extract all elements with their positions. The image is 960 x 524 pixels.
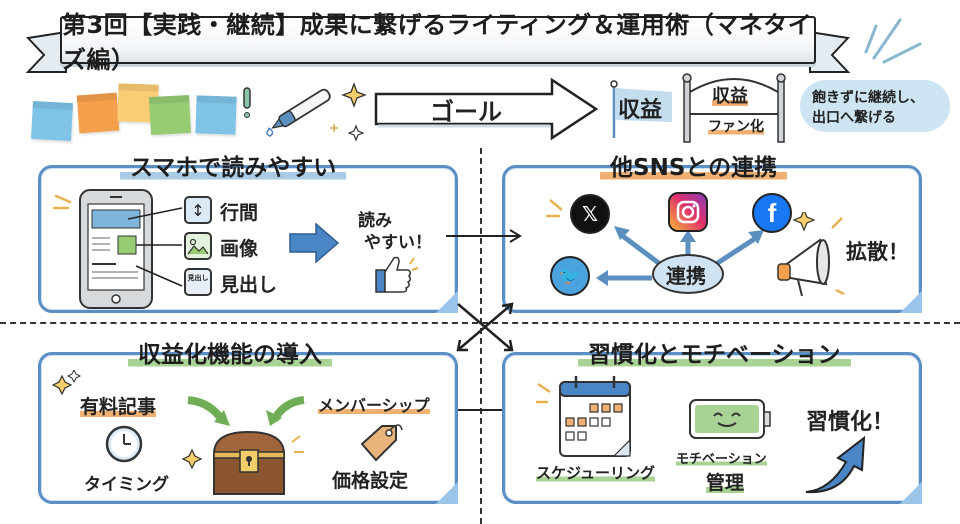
sticky-note-orange bbox=[76, 92, 120, 134]
twitter-logo-icon: 🐦 bbox=[550, 256, 590, 296]
gate-top-label: 収益 bbox=[712, 82, 748, 108]
facebook-logo-icon: f bbox=[752, 193, 792, 233]
battery-smile-icon bbox=[689, 399, 771, 439]
line-spacing-icon: ↕ bbox=[184, 196, 212, 224]
timing-label: タイミング bbox=[84, 475, 169, 495]
title-banner: 第3回【実践・継続】成果に繋げるライティング＆運用術（マネタイズ編） bbox=[18, 8, 858, 74]
sns-network-diagram bbox=[546, 199, 764, 286]
sparkle-icon bbox=[341, 82, 367, 108]
result-read-line-2: やすい！ bbox=[364, 233, 432, 253]
sticky-note-blue bbox=[31, 100, 73, 142]
result-read-line-1: 読み bbox=[358, 211, 392, 231]
gate-icon bbox=[682, 73, 786, 143]
right-arrow-icon bbox=[289, 222, 340, 264]
pricing-label: 価格設定 bbox=[332, 470, 409, 492]
x-logo-icon: 𝕏 bbox=[570, 194, 610, 234]
sticky-note-green bbox=[149, 94, 191, 136]
hub-ellipse bbox=[652, 254, 724, 294]
price-tag-icon bbox=[360, 424, 403, 462]
bubble-line-2: 出口へ繋げる bbox=[812, 110, 896, 126]
sticky-notes bbox=[30, 82, 260, 152]
section-title-monetize: 収益化機能の導入 bbox=[128, 335, 332, 369]
page-fold bbox=[436, 482, 458, 504]
section-title-habit: 習慣化とモチベーション bbox=[578, 335, 851, 369]
heading-icon: 見出し bbox=[184, 268, 212, 296]
item-heading: 見出し bbox=[220, 274, 278, 296]
page-title: 第3回【実践・継続】成果に繋げるライティング＆運用術（マネタイズ編） bbox=[60, 11, 816, 74]
membership-label: メンバーシップ bbox=[318, 392, 430, 416]
flag-icon bbox=[610, 80, 672, 138]
motivation-line-2: 管理 bbox=[706, 468, 745, 495]
pen-icon bbox=[243, 82, 367, 142]
banner-ribbon-tails bbox=[25, 30, 851, 73]
flag-label: 収益 bbox=[618, 98, 663, 123]
image-icon bbox=[184, 232, 212, 260]
smartphone-icon bbox=[52, 189, 183, 309]
upward-arrow-icon bbox=[805, 435, 866, 494]
speech-bubble: 飽きずに継続し、 出口へ繋げる bbox=[800, 80, 950, 132]
megaphone-icon bbox=[777, 212, 845, 297]
scheduling-label: スケジューリング bbox=[536, 462, 655, 483]
habit-result-label: 習慣化！ bbox=[806, 410, 895, 435]
section-title-sns: 他SNSとの連携 bbox=[600, 148, 788, 182]
spread-callout: 拡散！ bbox=[846, 240, 909, 264]
bubble-line-1: 飽きずに継続し、 bbox=[812, 90, 924, 106]
gate-bottom-label: ファン化 bbox=[708, 116, 764, 136]
page-fold bbox=[900, 482, 922, 504]
thumbs-up-icon bbox=[375, 256, 419, 293]
item-image: 画像 bbox=[220, 238, 259, 260]
vertical-divider bbox=[480, 148, 482, 524]
clock-icon bbox=[105, 425, 143, 463]
calendar-icon bbox=[536, 376, 631, 457]
x-logo-glyph: 𝕏 bbox=[581, 202, 599, 226]
page-fold bbox=[900, 291, 922, 313]
instagram-logo-icon bbox=[668, 192, 708, 232]
connector-arrows bbox=[446, 229, 522, 352]
goal-label: ゴール bbox=[430, 98, 502, 126]
hub-label: 連携 bbox=[666, 264, 706, 288]
goal-arrow-icon bbox=[374, 77, 599, 141]
sticky-note-blue-2 bbox=[195, 95, 237, 135]
emphasis-lines-icon bbox=[864, 18, 922, 64]
sparkle-icon bbox=[52, 370, 82, 396]
section-title-readability: スマホで読みやすい bbox=[120, 148, 347, 182]
item-line-spacing: 行間 bbox=[220, 202, 259, 224]
motivation-line-1: モチベーション bbox=[676, 448, 767, 467]
treasure-chest-icon bbox=[181, 396, 305, 495]
paid-article-label: 有料記事 bbox=[80, 392, 157, 419]
page-fold bbox=[436, 291, 458, 313]
